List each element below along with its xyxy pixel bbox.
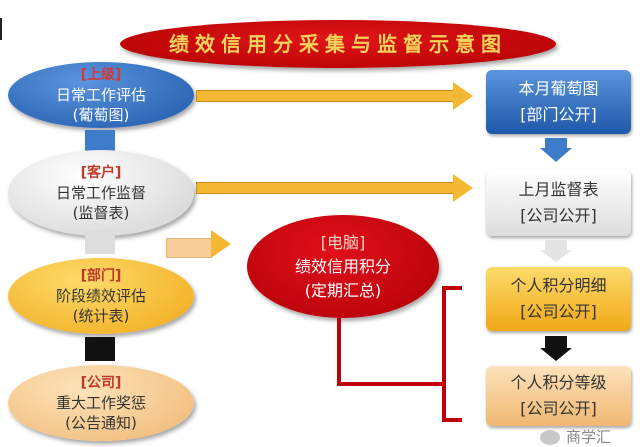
source-tag: [上级] [80,67,122,83]
connector-line [337,318,341,386]
center-line2: (定期汇总) [304,280,382,300]
wechat-icon [540,430,560,445]
arrow-down-icon [545,336,567,348]
plus-icon [85,230,115,254]
arrow-right-icon [166,230,231,258]
diagram-title: 绩效信用分采集与监督示意图 [120,20,556,68]
arrow-right-icon [196,174,473,202]
arrow-down-icon [540,348,572,361]
watermark: 商学汇 [540,428,611,447]
source-line1: 日常工作评估 [55,86,146,104]
arrow-down-icon [540,250,572,262]
source-customer: [客户] 日常工作监督 (监督表) [8,150,194,236]
output-line1: 本月葡萄图 [518,79,599,98]
source-tag: [公司] [80,375,122,391]
source-line2: (统计表) [72,307,130,325]
output-line1: 个人积分明细 [510,276,607,295]
plus-icon [85,337,115,361]
source-line2: (葡萄图) [72,106,130,124]
output-points-detail: 个人积分明细 [公司公开] [486,267,631,331]
source-department: [部门] 阶段绩效评估 (统计表) [8,258,194,334]
output-last-month-supervision: 上月监督表 [公司公开] [486,170,631,236]
output-line1: 上月监督表 [518,180,599,199]
output-points-level: 个人积分等级 [公司公开] [486,366,631,426]
arrow-down-icon [540,148,572,162]
source-tag: [客户] [80,165,122,181]
bracket [442,286,462,422]
source-line1: 日常工作监督 [55,184,146,202]
output-line2: [公司公开] [520,302,597,321]
source-line1: 重大工作奖惩 [55,394,146,412]
output-line2: [公司公开] [520,399,597,418]
source-line2: (监督表) [72,204,130,222]
output-line2: [部门公开] [520,105,597,124]
source-tag: [部门] [80,268,122,284]
output-monthly-grape-chart: 本月葡萄图 [部门公开] [486,70,631,134]
output-line1: 个人积分等级 [510,373,607,392]
source-line1: 阶段绩效评估 [55,287,146,305]
arrow-down-icon [545,240,567,250]
center-line1: 绩效信用积分 [294,256,391,276]
output-line2: [公司公开] [520,206,597,225]
connector-line [337,382,445,386]
source-line2: (公告通知) [65,414,137,432]
center-computer: [电脑] 绩效信用积分 (定期汇总) [247,215,439,318]
source-supervisor: [上级] 日常工作评估 (葡萄图) [8,62,194,128]
source-company: [公司] 重大工作奖惩 (公告通知) [8,365,194,441]
arrow-right-icon [196,82,473,110]
watermark-text: 商学汇 [566,428,612,446]
center-tag: [电脑] [320,232,366,252]
edge-mark [0,18,2,40]
arrow-down-icon [545,138,567,148]
